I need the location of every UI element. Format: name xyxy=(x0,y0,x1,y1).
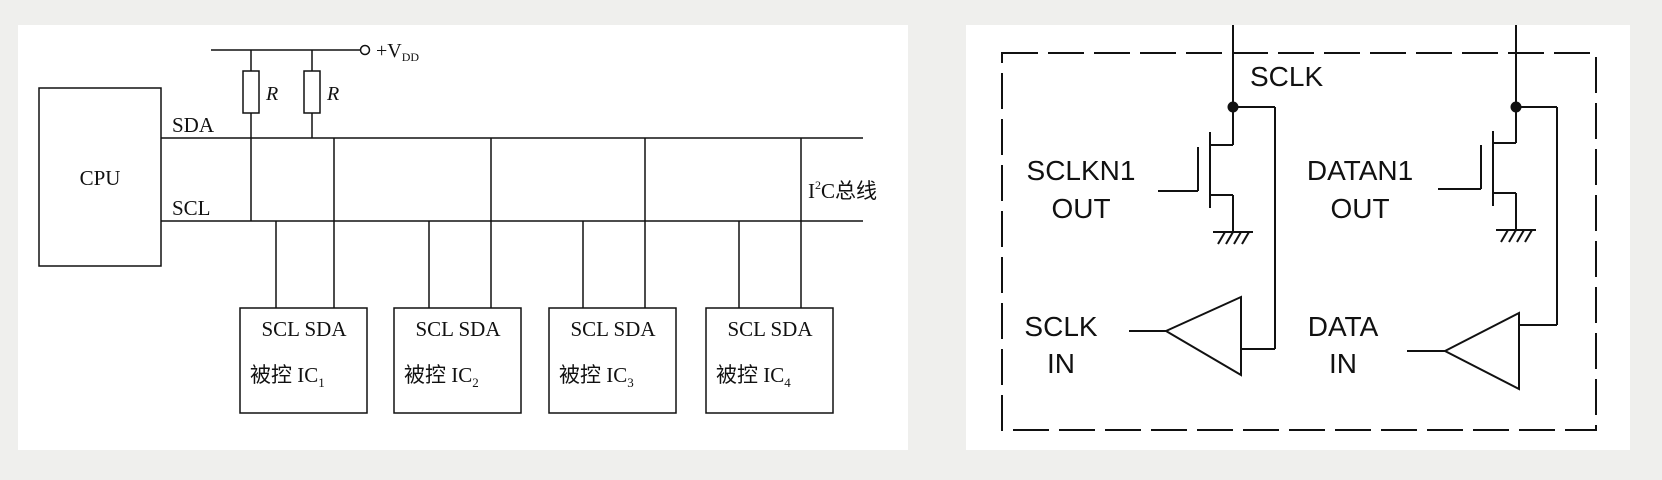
ic-3-name: 被控 IC3 xyxy=(559,363,634,390)
resistor-2-label: R xyxy=(326,83,339,105)
left-input-buffer xyxy=(1163,295,1242,377)
ic-3-box xyxy=(548,307,677,414)
ic-2-pins: SCL SDA xyxy=(416,317,502,341)
resistor-2 xyxy=(303,70,321,114)
left-out-label: OUT xyxy=(1051,193,1110,224)
right-out-label: OUT xyxy=(1330,193,1389,224)
ic-4-name: 被控 IC4 xyxy=(716,363,791,390)
i2c-bus-diagram: CPU SDA SCL +VDD R R I2C总线 SCL SDA 被控 IC… xyxy=(38,40,877,414)
right-input-buffer xyxy=(1442,311,1520,391)
io-circuit-panel: SCLK SCLKN1 OUT DATAN1 OUT SCLK IN DATA … xyxy=(966,25,1630,450)
left-in-label: IN xyxy=(1047,348,1075,379)
ic-2-box xyxy=(393,307,522,414)
ic-2-name: 被控 IC2 xyxy=(404,363,479,390)
scl-label: SCL xyxy=(172,196,211,220)
io-circuit-diagram: SCLK SCLKN1 OUT DATAN1 OUT SCLK IN DATA … xyxy=(1001,25,1597,431)
ic-1-name: 被控 IC1 xyxy=(250,363,325,390)
cpu-label: CPU xyxy=(80,166,121,190)
sclk-top-label: SCLK xyxy=(1250,61,1323,92)
sda-label: SDA xyxy=(172,113,215,137)
ic-1-box xyxy=(239,307,368,414)
package-outline xyxy=(1001,52,1597,431)
sclk-in-label: SCLK xyxy=(1024,311,1097,342)
i2c-bus-diagram-panel: CPU SDA SCL +VDD R R I2C总线 SCL SDA 被控 IC… xyxy=(18,25,908,450)
vdd-label: +VDD xyxy=(376,40,419,64)
sclkn1-label: SCLKN1 xyxy=(1027,155,1136,186)
ic-4-pins: SCL SDA xyxy=(728,317,814,341)
ic-1-pins: SCL SDA xyxy=(262,317,348,341)
vdd-terminal xyxy=(359,44,371,56)
datan1-label: DATAN1 xyxy=(1307,155,1413,186)
cpu-box xyxy=(38,87,162,267)
resistor-1 xyxy=(242,70,260,114)
i2c-bus-label: I2C总线 xyxy=(808,178,877,203)
right-in-label: IN xyxy=(1329,348,1357,379)
data-in-label: DATA xyxy=(1308,311,1379,342)
ic-4-box xyxy=(705,307,834,414)
resistor-1-label: R xyxy=(265,83,278,105)
ic-3-pins: SCL SDA xyxy=(571,317,657,341)
